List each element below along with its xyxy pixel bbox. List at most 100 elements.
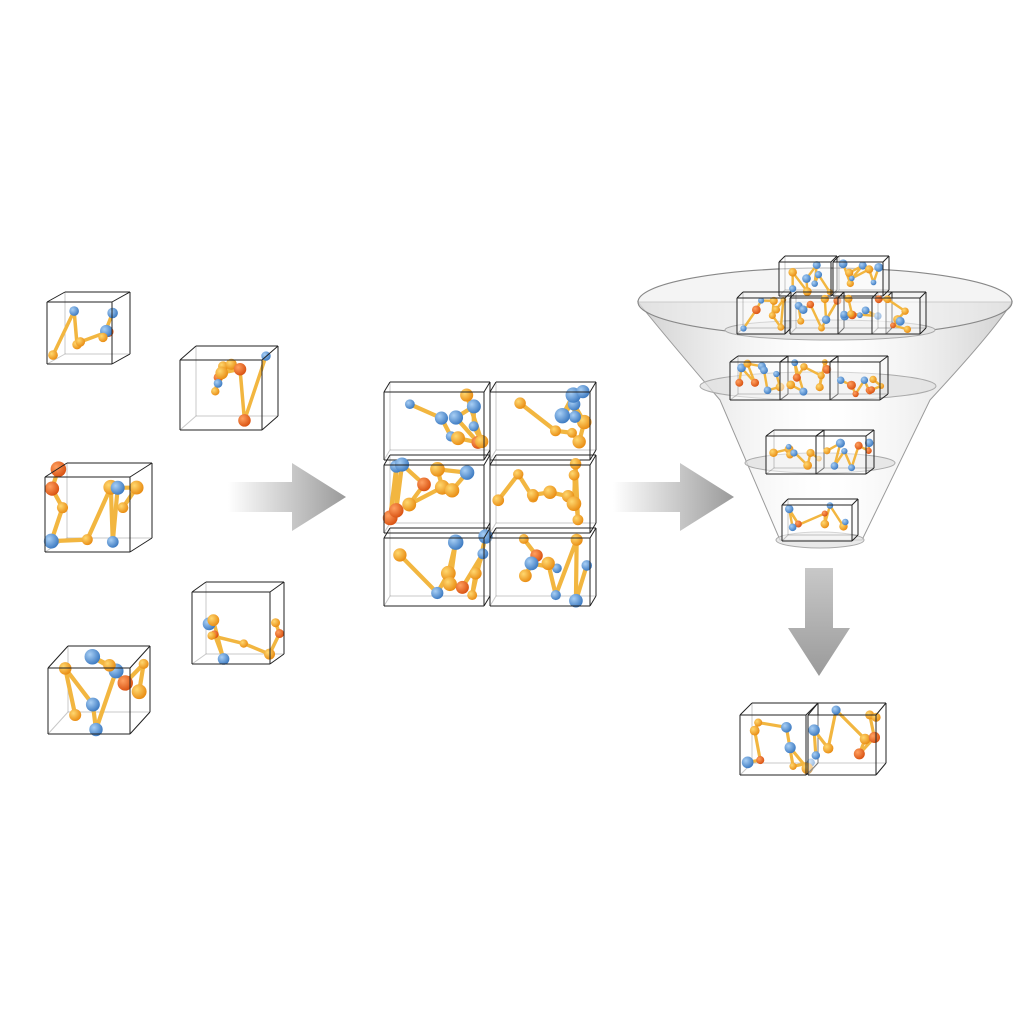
cell-edge bbox=[781, 534, 789, 542]
unit-cell bbox=[736, 291, 792, 335]
atom bbox=[846, 279, 854, 288]
cell-edge bbox=[729, 355, 739, 363]
atom bbox=[737, 363, 746, 373]
atom bbox=[405, 399, 415, 410]
cell-edge bbox=[129, 537, 153, 553]
atom bbox=[817, 372, 825, 380]
unit-cell bbox=[729, 355, 789, 401]
unit-cell bbox=[489, 454, 597, 534]
atom bbox=[901, 307, 909, 315]
atom bbox=[768, 311, 776, 320]
cell-edge bbox=[383, 449, 391, 461]
cell-edge bbox=[837, 327, 845, 335]
bond bbox=[238, 367, 247, 423]
cell-edge bbox=[919, 327, 927, 335]
down-arrow-icon bbox=[788, 568, 850, 676]
atom bbox=[815, 383, 824, 392]
cell-edge bbox=[875, 762, 887, 776]
cell-edge bbox=[489, 449, 497, 461]
atom bbox=[838, 259, 848, 269]
atom bbox=[117, 502, 129, 514]
unit-cell bbox=[383, 381, 491, 461]
atom bbox=[773, 370, 780, 378]
atom bbox=[569, 410, 581, 423]
atom bbox=[788, 268, 797, 277]
atom bbox=[567, 427, 577, 438]
atom bbox=[785, 443, 792, 450]
atom bbox=[455, 580, 469, 594]
atom bbox=[448, 410, 464, 425]
atom bbox=[856, 312, 863, 319]
atom bbox=[754, 718, 763, 727]
unit-cell bbox=[489, 527, 597, 608]
atom bbox=[874, 262, 884, 272]
cell-edge bbox=[489, 381, 497, 393]
atom bbox=[789, 762, 797, 770]
cell-edge bbox=[489, 522, 497, 534]
atom bbox=[138, 658, 149, 669]
cell-edge bbox=[483, 381, 491, 393]
atom bbox=[50, 461, 67, 477]
atom bbox=[811, 280, 818, 287]
atom bbox=[822, 364, 832, 374]
unit-cell bbox=[43, 461, 153, 553]
cell-edge bbox=[489, 595, 497, 607]
unit-cell bbox=[789, 291, 845, 335]
atom bbox=[460, 388, 474, 402]
atom bbox=[803, 460, 813, 470]
atom bbox=[808, 724, 820, 736]
cell-edge bbox=[44, 462, 68, 478]
atom bbox=[431, 586, 444, 600]
atom bbox=[821, 510, 828, 517]
atom bbox=[225, 358, 237, 370]
cell-edge bbox=[589, 381, 597, 393]
atom bbox=[786, 380, 796, 390]
atom bbox=[831, 705, 841, 715]
atom bbox=[844, 294, 853, 303]
atom bbox=[469, 567, 482, 580]
bond bbox=[85, 485, 113, 542]
cell-face bbox=[808, 715, 876, 775]
atom bbox=[110, 480, 125, 495]
atom bbox=[518, 534, 529, 544]
atom bbox=[81, 534, 93, 546]
atom bbox=[75, 337, 86, 347]
atom bbox=[581, 560, 593, 571]
atom bbox=[552, 563, 562, 574]
atom bbox=[213, 379, 223, 388]
cell-edge bbox=[589, 527, 597, 539]
cell-edge bbox=[269, 653, 285, 665]
atom bbox=[760, 366, 768, 375]
atom bbox=[772, 305, 781, 314]
cell-edge bbox=[851, 534, 859, 542]
atom bbox=[868, 731, 880, 744]
cell-edge bbox=[111, 291, 131, 303]
atom bbox=[572, 435, 586, 449]
bond bbox=[110, 485, 120, 544]
unit-cell bbox=[191, 581, 285, 665]
bond bbox=[553, 537, 579, 598]
cell-edge bbox=[865, 467, 875, 475]
atom bbox=[792, 373, 801, 382]
atom bbox=[402, 497, 417, 512]
cell-edge bbox=[729, 393, 739, 401]
atom bbox=[883, 295, 892, 304]
cell-edge bbox=[383, 381, 391, 393]
unit-cell bbox=[779, 355, 839, 401]
atom bbox=[98, 332, 108, 343]
atom bbox=[869, 375, 877, 384]
cell-edge bbox=[739, 702, 753, 716]
atom bbox=[750, 378, 760, 387]
cell-edge bbox=[129, 645, 151, 669]
cell-edge bbox=[781, 498, 789, 506]
atom bbox=[800, 363, 808, 371]
atom bbox=[459, 465, 475, 480]
cell-edge bbox=[483, 595, 491, 607]
atom bbox=[870, 279, 877, 286]
cell-edge bbox=[879, 355, 889, 363]
atom bbox=[468, 421, 479, 432]
atom bbox=[784, 742, 796, 754]
atom bbox=[820, 519, 830, 529]
atom bbox=[814, 271, 823, 279]
